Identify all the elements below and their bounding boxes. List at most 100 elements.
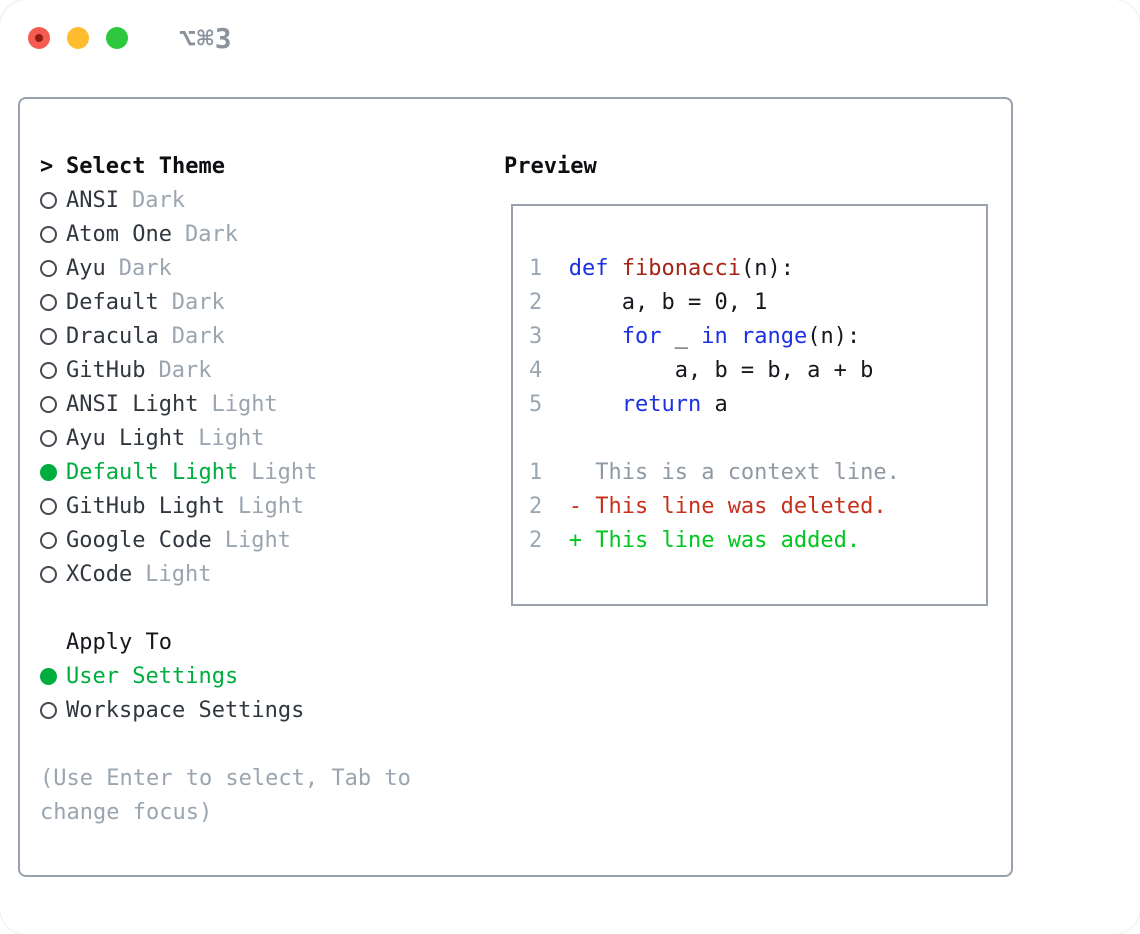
radio-icon xyxy=(40,259,66,277)
close-button[interactable] xyxy=(28,27,50,49)
theme-name: GitHub xyxy=(66,357,146,383)
theme-option-google-code-light[interactable]: Google Code Light xyxy=(40,523,490,557)
zoom-button[interactable] xyxy=(106,27,128,49)
apply-option-label: User Settings xyxy=(66,663,239,689)
theme-variant: Dark xyxy=(131,187,185,213)
preview-line: 1 def fibonacci(n): xyxy=(529,252,986,286)
titlebar: ⌥⌘3 xyxy=(0,0,1140,76)
radio-icon xyxy=(40,565,66,583)
code-segment-keyword: in xyxy=(701,324,728,349)
select-theme-heading-row: > Select Theme xyxy=(40,149,490,183)
theme-name: ANSI xyxy=(66,187,119,213)
code-segment-linenum: 4 xyxy=(529,358,569,383)
radio-icon xyxy=(40,701,66,719)
apply-option-user-settings[interactable]: User Settings xyxy=(40,659,490,693)
apply-option-workspace-settings[interactable]: Workspace Settings xyxy=(40,693,490,727)
hint-text-line-2: change focus) xyxy=(40,799,213,825)
theme-option-ansi-dark[interactable]: ANSI Dark xyxy=(40,183,490,217)
code-segment-linenum: 3 xyxy=(529,324,569,349)
theme-option-dracula-dark[interactable]: Dracula Dark xyxy=(40,319,490,353)
radio-icon xyxy=(40,327,66,345)
theme-name: ANSI Light xyxy=(66,391,199,417)
theme-option-xcode-light[interactable]: XCode Light xyxy=(40,557,490,591)
select-theme-heading: Select Theme xyxy=(66,153,225,179)
preview-line xyxy=(529,422,986,456)
theme-option-default-light-light[interactable]: Default Light Light xyxy=(40,455,490,489)
preview-line: 5 return a xyxy=(529,388,986,422)
code-segment-linenum: 2 xyxy=(529,290,569,315)
theme-name: Atom One xyxy=(66,221,172,247)
theme-variant: Dark xyxy=(118,255,172,281)
theme-variant: Dark xyxy=(158,357,212,383)
radio-icon xyxy=(40,531,66,549)
code-segment-linenum: 1 xyxy=(529,256,569,281)
theme-name: Default xyxy=(66,289,159,315)
radio-icon xyxy=(40,191,66,209)
code-segment-keyword: def xyxy=(568,256,609,281)
theme-option-ayu-dark[interactable]: Ayu Dark xyxy=(40,251,490,285)
cursor-icon: > xyxy=(40,153,54,179)
code-segment-keyword: range xyxy=(740,324,808,349)
cursor-slot: > xyxy=(40,154,66,179)
theme-name: Dracula xyxy=(66,323,159,349)
code-segment-keyword: return xyxy=(621,392,702,417)
theme-name: Ayu xyxy=(66,255,106,281)
radio-icon xyxy=(40,497,66,515)
theme-option-ansi-light-light[interactable]: ANSI Light Light xyxy=(40,387,490,421)
theme-name: Default Light xyxy=(66,459,239,485)
radio-icon xyxy=(40,225,66,243)
theme-option-github-dark[interactable]: GitHub Dark xyxy=(40,353,490,387)
code-segment-plain: _ xyxy=(661,324,702,349)
theme-variant: Light xyxy=(237,493,305,519)
theme-variant: Light xyxy=(145,561,212,587)
window-title: ⌥⌘3 xyxy=(179,21,233,55)
code-segment-plain xyxy=(728,324,741,349)
minimize-button[interactable] xyxy=(67,27,89,49)
radio-icon xyxy=(40,361,66,379)
theme-name: Ayu Light xyxy=(66,425,186,451)
radio-icon xyxy=(40,293,66,311)
radio-icon xyxy=(40,395,66,413)
code-segment-plain: a, b = b, a + b xyxy=(568,358,874,383)
spacer xyxy=(40,727,490,761)
code-segment-plain: (n): xyxy=(740,256,794,281)
theme-variant: Light xyxy=(251,459,318,485)
theme-variant: Light xyxy=(211,391,278,417)
code-segment-plain: a, b = 0, 1 xyxy=(568,290,768,315)
code-segment-context: This is a context line. xyxy=(568,460,900,485)
preview-line: 1 This is a context line. xyxy=(529,456,986,490)
code-segment-linenum: 1 xyxy=(529,460,569,485)
radio-selected-icon xyxy=(40,463,66,481)
theme-name: GitHub Light xyxy=(66,493,225,519)
code-segment-plain xyxy=(609,256,622,281)
theme-variant: Dark xyxy=(171,323,225,349)
apply-option-label: Workspace Settings xyxy=(66,697,305,723)
preview-line: 4 a, b = b, a + b xyxy=(529,354,986,388)
apply-to-heading-row: Apply To xyxy=(40,625,490,659)
theme-option-github-light-light[interactable]: GitHub Light Light xyxy=(40,489,490,523)
code-segment-plain: a xyxy=(701,392,728,417)
preview-line: 3 for _ in range(n): xyxy=(529,320,986,354)
theme-variant: Light xyxy=(224,527,291,553)
close-dot-icon xyxy=(35,34,43,42)
radio-selected-icon xyxy=(40,667,66,685)
preview-heading: Preview xyxy=(504,153,597,179)
apply-to-heading: Apply To xyxy=(66,629,172,655)
code-segment-linenum: 5 xyxy=(529,392,569,417)
hint-text-line-1: (Use Enter to select, Tab to xyxy=(40,765,411,791)
preview-line: 2 - This line was deleted. xyxy=(529,490,986,524)
preview-line: 2 a, b = 0, 1 xyxy=(529,286,986,320)
theme-option-atom-one-dark[interactable]: Atom One Dark xyxy=(40,217,490,251)
theme-name: XCode xyxy=(66,561,133,587)
spacer xyxy=(40,591,490,625)
theme-variant: Dark xyxy=(184,221,238,247)
theme-name: Google Code xyxy=(66,527,212,553)
